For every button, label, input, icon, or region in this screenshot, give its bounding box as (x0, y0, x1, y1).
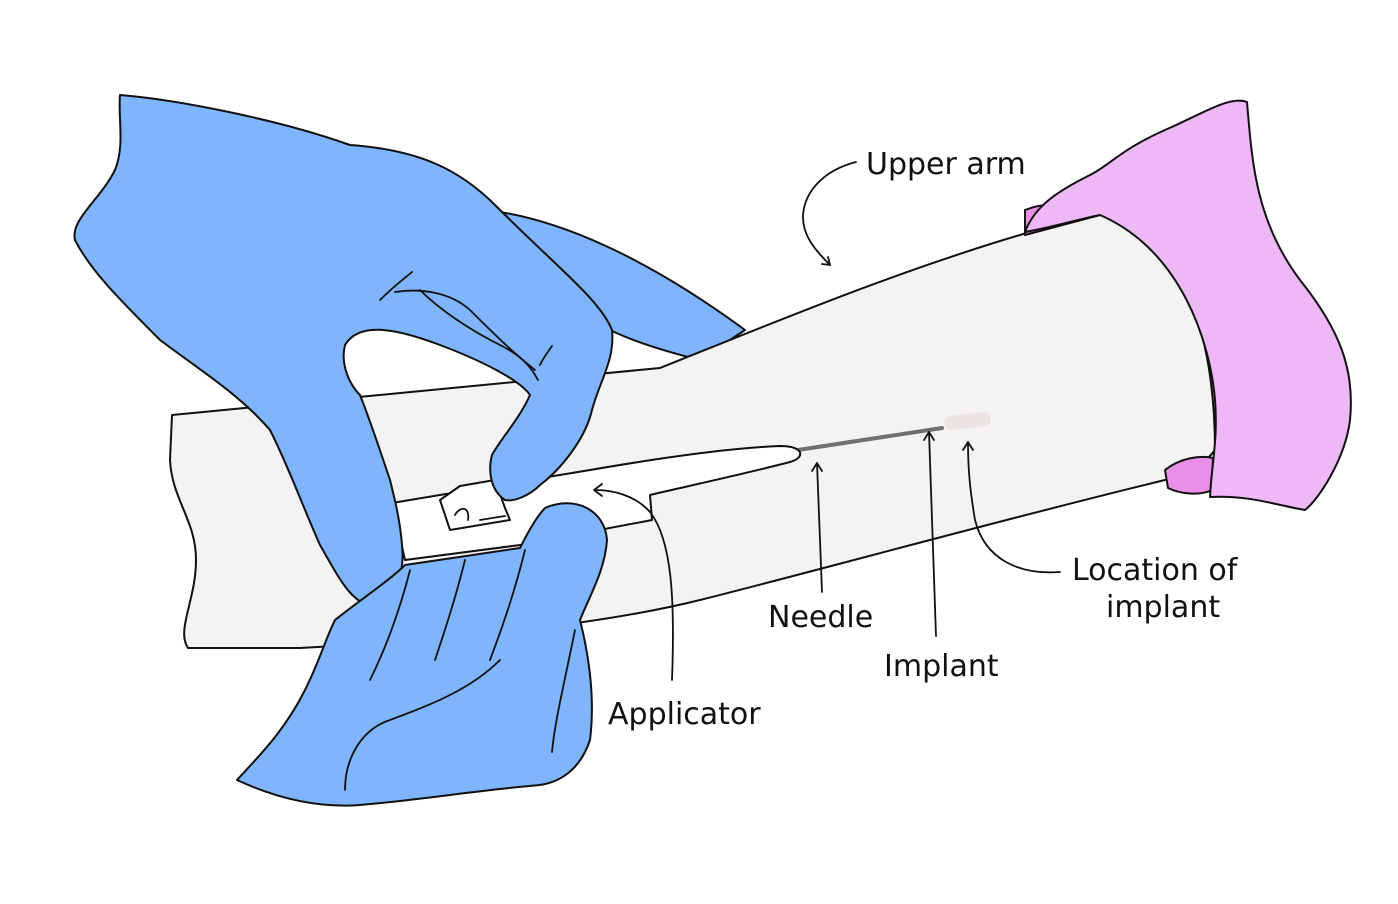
label-implant: Implant (884, 649, 999, 684)
needle (796, 426, 944, 452)
label-location-of-implant-line2: implant (1106, 590, 1220, 625)
implant-pointer (928, 431, 937, 637)
shirt-sleeve (1024, 99, 1352, 511)
label-location-of-implant-line1: Location of (1072, 553, 1239, 588)
location-of-implant-pointer (967, 441, 1061, 574)
implant-location-marker (945, 411, 991, 431)
applicator (391, 445, 802, 561)
label-applicator: Applicator (608, 697, 761, 732)
label-upper-arm: Upper arm (866, 147, 1026, 182)
needle-pointer (816, 462, 823, 593)
glove-lower-hand (236, 502, 608, 807)
applicator-pointer (594, 489, 674, 681)
label-needle: Needle (768, 600, 873, 635)
upper-arm-pointer (802, 161, 857, 266)
glove-upper-hand (73, 94, 614, 607)
